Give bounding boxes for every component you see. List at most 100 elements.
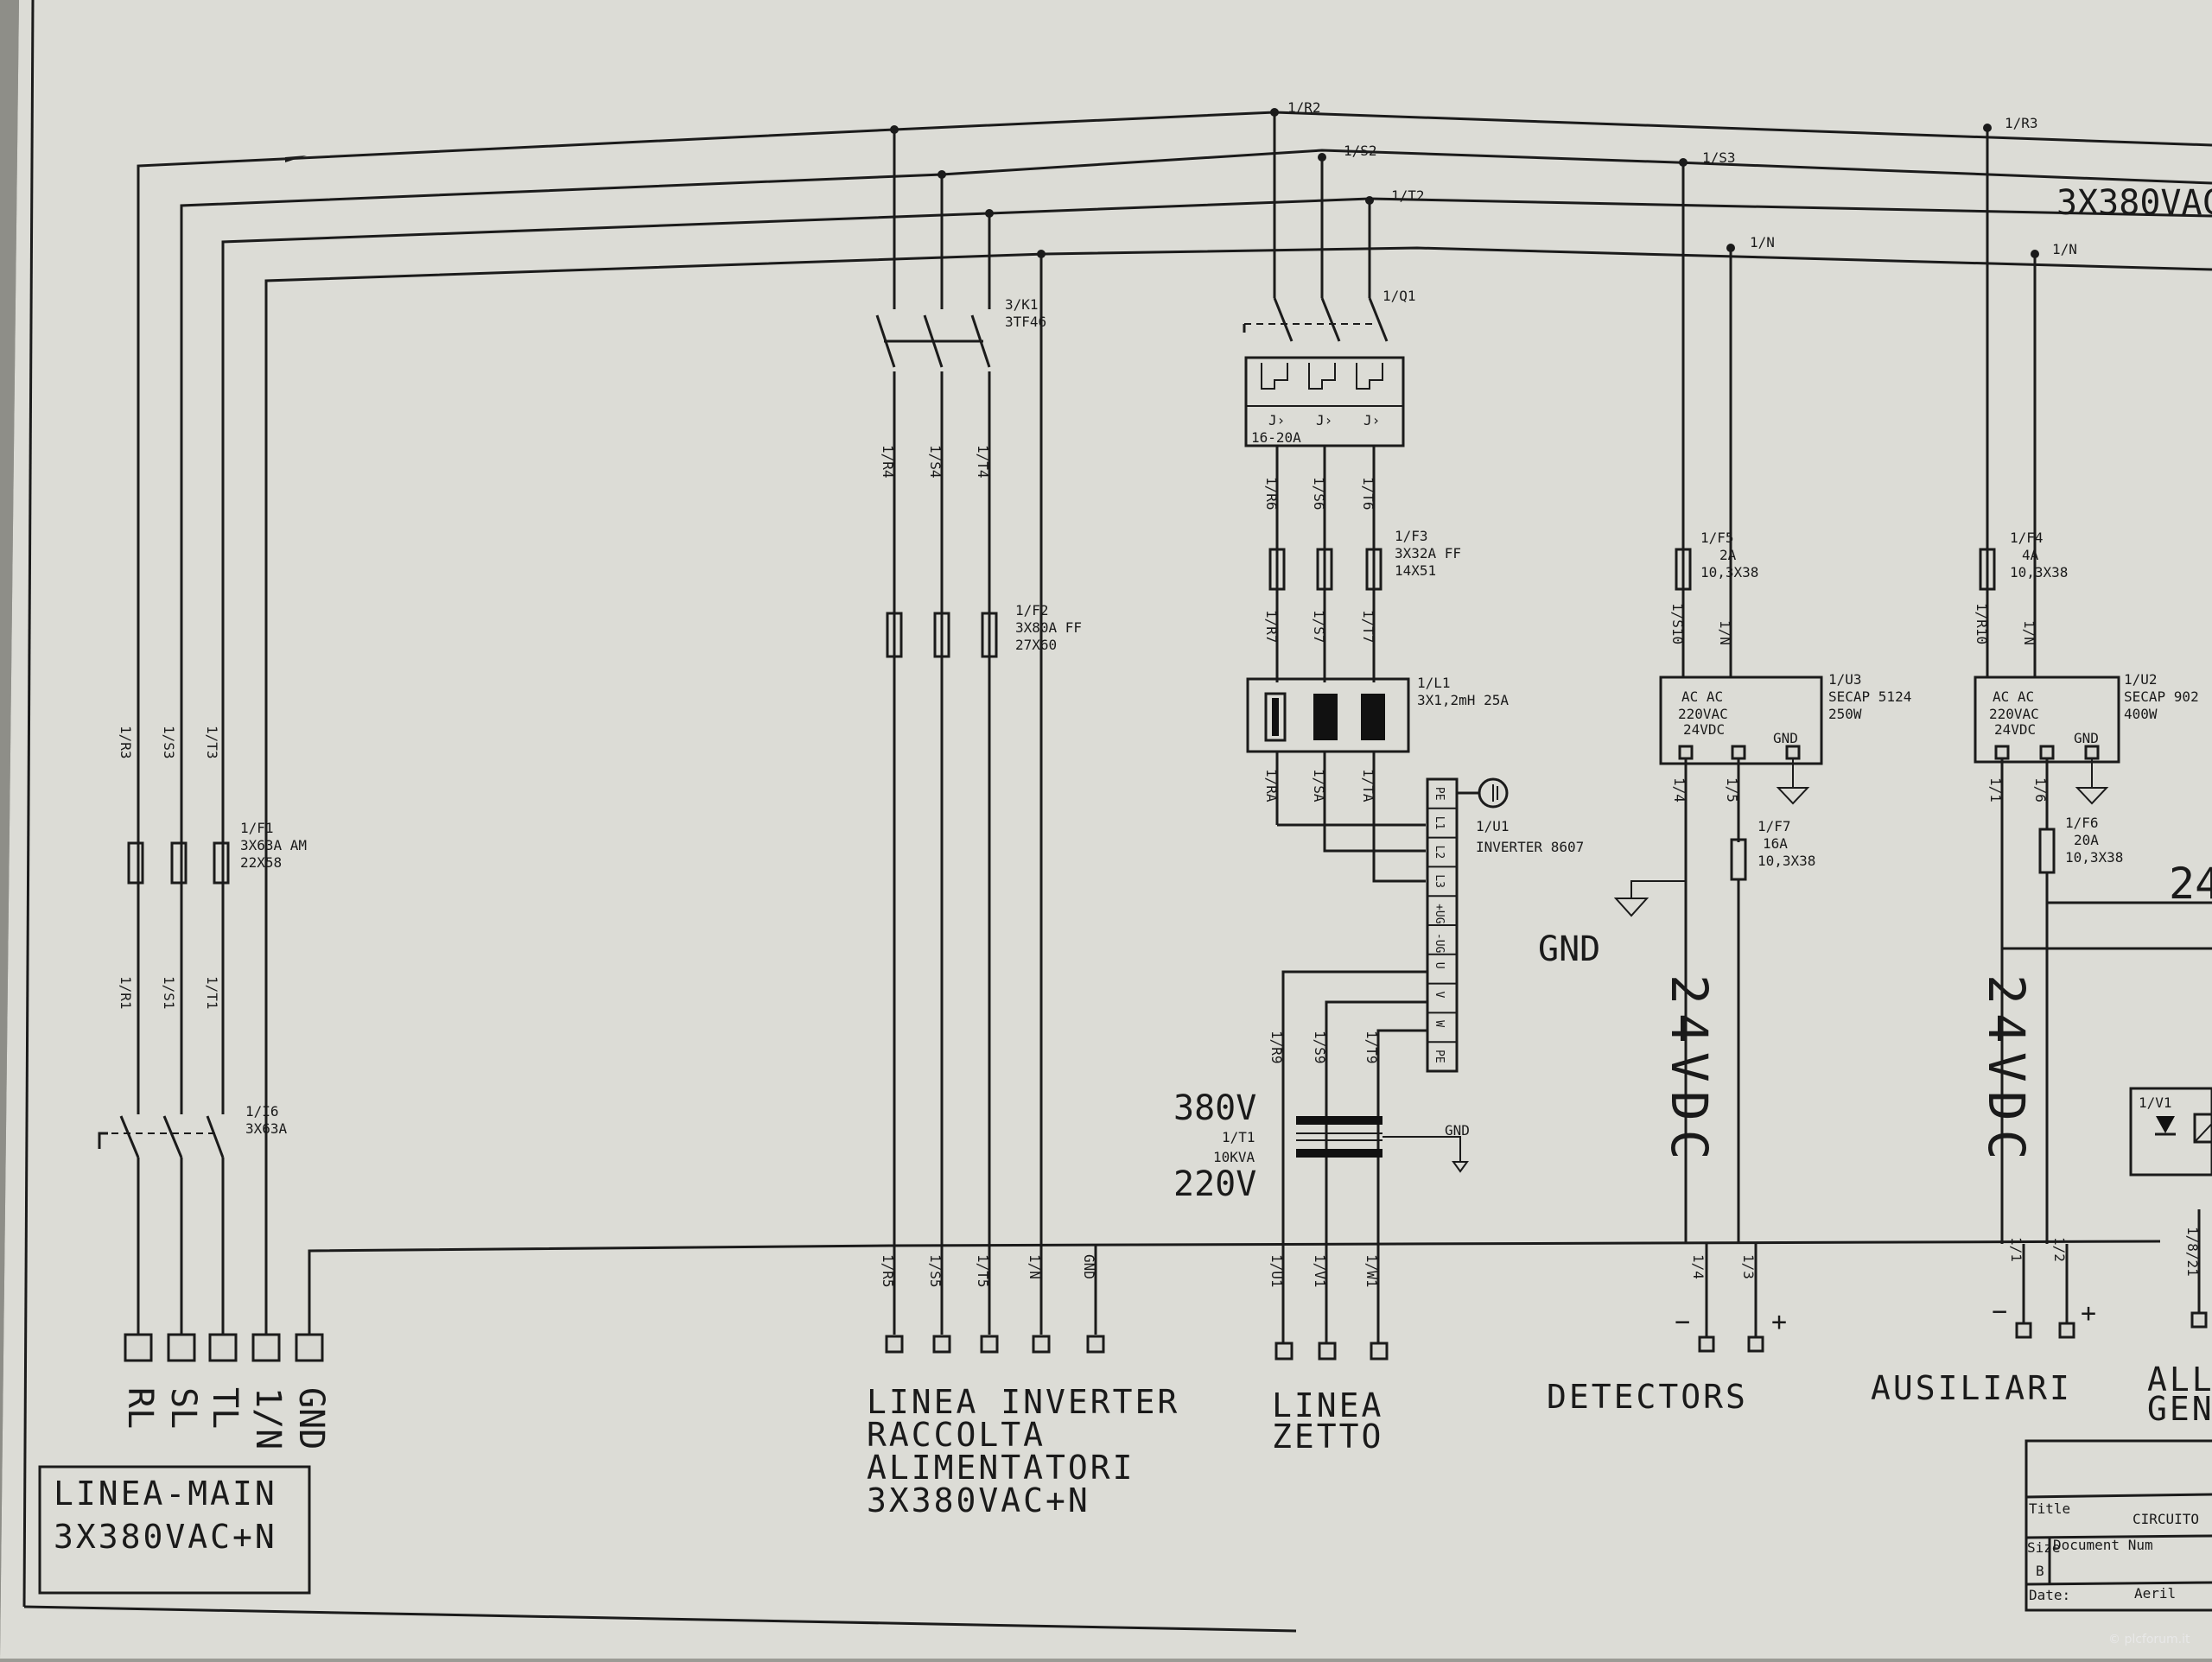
title-block-size-value: B (2036, 1563, 2044, 1579)
zetto-wire-label-t6: 1/T6 (1360, 477, 1376, 511)
trafo-primary-winding (1296, 1116, 1382, 1125)
inverter-terminal-label: U (1433, 962, 1446, 969)
inverter-line: 3/K1 3TF46 1/R4 1/S4 1/T4 1/F2 3X80A FF … (867, 125, 1177, 1519)
breaker-label: 1/Q1 (1382, 288, 1416, 304)
zetto-fuse-rating: 3X32A FF (1395, 545, 1461, 561)
inverter-terminal-label: -UG (1433, 933, 1446, 954)
aus-fuse-size: 10,3X38 (2010, 564, 2068, 580)
title-block: Title CIRCUITO Size B Document Num Date:… (2024, 1439, 2212, 1612)
main-terminal-gnd (295, 1333, 324, 1362)
zetto-wire-label-r7: 1/R7 (1263, 610, 1280, 644)
zetto-wire-label-s9: 1/S9 (1312, 1031, 1328, 1064)
inverter-terminal-label: PE (1433, 1050, 1446, 1063)
aus-psu-input: 220VAC (1989, 706, 2039, 722)
main-wire-label-t3: 1/T3 (204, 726, 220, 759)
aus-gnd-symbol (2075, 787, 2109, 805)
aus-wire-label-6: 1/6 (2032, 777, 2049, 802)
main-wire-label-s1: 1/S1 (161, 976, 177, 1010)
detectors-line: 1/F5 2A 10,3X38 1/S10 1/N AC AC 220VAC 2… (1538, 158, 1911, 1416)
zetto-fuse-size: 14X51 (1395, 562, 1436, 579)
det-psu-power: 250W (1828, 706, 1862, 722)
trafo-secondary-voltage: 220V (1173, 1164, 1256, 1204)
zetto-section-line2: ZETTO (1272, 1418, 1383, 1456)
inv-fuse-label: 1/F2 (1015, 602, 1049, 618)
inv-wire-label-s4: 1/S4 (927, 445, 944, 479)
det-fuse-rating: 2A (1719, 547, 1737, 563)
zetto-bottom-label-u1: 1/U1 (1268, 1254, 1285, 1288)
terminal-label-tl: TL (205, 1387, 245, 1429)
reactor-body (1246, 677, 1410, 753)
relay-diode (2156, 1116, 2175, 1133)
inverter-label: 1/U1 (1476, 818, 1510, 834)
inverter-terminal-label: L2 (1433, 846, 1446, 860)
aus-wire-label-n: 1/N (2021, 620, 2037, 645)
net-label-r2: 1/R2 (1287, 99, 1321, 116)
relay-label: 1/V1 (2139, 1094, 2172, 1111)
trafo-label: 1/T1 (1222, 1129, 1255, 1145)
main-fuse-r (127, 841, 144, 885)
aus-psu-output: 24VDC (1994, 721, 2036, 738)
zetto-terminal-u1 (1274, 1342, 1294, 1361)
zetto-wire-label-s7: 1/S7 (1311, 610, 1327, 644)
zetto-line: 1/Q1 J› J› J› 16-20A 1/R6 1/S6 1/T6 1/F3… (1173, 108, 1584, 1456)
inv-terminal-r5 (885, 1335, 904, 1354)
aus-wire-label-r10: 1/R10 (1974, 603, 1990, 644)
inv-fuse-t (981, 612, 998, 658)
inverter-terminal-label: L1 (1433, 816, 1446, 830)
aus-fuse2-size: 10,3X38 (2065, 849, 2123, 866)
main-wire-label-s3: 1/S3 (161, 726, 177, 759)
main-switch-rating: 3X63A (245, 1120, 288, 1137)
inverter-terminal-label: W (1433, 1020, 1446, 1027)
zetto-wire-label-t7: 1/T7 (1360, 610, 1376, 644)
aus-psu-gnd: GND (2074, 730, 2099, 746)
inv-section-line4: 3X380VAC+N (867, 1481, 1090, 1519)
det-fuse2-size: 10,3X38 (1758, 853, 1815, 869)
net-label-s3: 1/S3 (1702, 149, 1736, 166)
breaker-trip-2: J› (1316, 412, 1332, 428)
terminal-label-n: 1/N (248, 1387, 288, 1449)
inverter-terminal-label: +UG (1433, 904, 1446, 924)
contactor-label: 3/K1 (1005, 296, 1039, 313)
inv-fuse-r (886, 612, 903, 658)
cut-section-line2: GEN (2147, 1390, 2212, 1428)
zetto-wire-label-sa: 1/SA (1311, 769, 1327, 802)
inv-wire-label-r4: 1/R4 (880, 445, 896, 479)
main-line: 1/R3 1/S3 1/T3 1/F1 3X63A AM 22X58 1/R1 … (38, 726, 891, 1595)
sheet-border-bottom (23, 1605, 1297, 1633)
aus-wire-label-1: 1/1 (1987, 777, 2004, 802)
det-bottom-label-3: 1/3 (1740, 1254, 1757, 1279)
net-label-s2: 1/S2 (1344, 143, 1377, 159)
zetto-bottom-label-v1: 1/V1 (1312, 1254, 1328, 1288)
relay-body (2129, 1087, 2212, 1177)
inv-fuse-s (933, 612, 950, 658)
reactor-label: 1/L1 (1417, 675, 1451, 691)
main-terminal-sl (167, 1333, 196, 1362)
contactor-type: 3TF46 (1005, 314, 1046, 330)
det-minus-sign: − (1675, 1307, 1690, 1337)
earth-symbol (1478, 777, 1509, 809)
trafo-gnd-label: GND (1445, 1122, 1470, 1139)
main-wire-label-t1: 1/T1 (204, 976, 220, 1010)
det-terminal-plus (1747, 1335, 1764, 1353)
det-fuse2-label: 1/F7 (1758, 818, 1791, 834)
det-bottom-label-4: 1/4 (1690, 1254, 1707, 1279)
zetto-fuse-t (1365, 548, 1382, 591)
det-psu-output: 24VDC (1683, 721, 1725, 738)
main-fuse-rating: 3X63A AM (240, 837, 307, 853)
inv-bottom-label-gnd: GND (1081, 1254, 1097, 1279)
aus-fuse-label: 1/F4 (2010, 530, 2044, 546)
det-psu-gnd: GND (1773, 730, 1798, 746)
net-label-n: 1/N (1750, 234, 1775, 251)
det-wire-label-5: 1/5 (1724, 777, 1740, 802)
det-fuse-size: 10,3X38 (1700, 564, 1758, 580)
zetto-wire-label-r9: 1/R9 (1268, 1031, 1285, 1064)
main-terminal-rl (124, 1333, 153, 1362)
trafo-primary-voltage: 380V (1173, 1088, 1256, 1128)
det-gnd-label: GND (1538, 929, 1600, 969)
inv-fuse-rating: 3X80A FF (1015, 619, 1082, 636)
main-fuse-label: 1/F1 (240, 820, 274, 836)
det-terminal-minus (1698, 1335, 1715, 1353)
aus-bottom-label-2: 1/2 (2051, 1237, 2068, 1262)
